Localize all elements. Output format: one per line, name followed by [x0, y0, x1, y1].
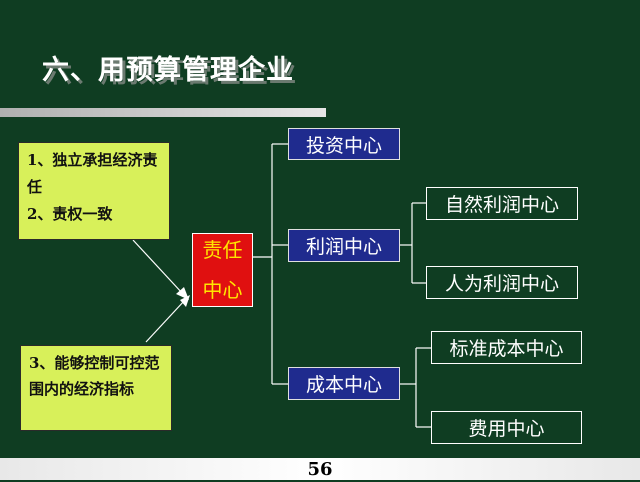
natural-profit-center-node: 自然利润中心	[426, 187, 578, 220]
title-underline-bar	[0, 108, 326, 117]
arrow-note2-to-center	[145, 299, 186, 343]
arrow-head-top	[176, 287, 189, 300]
responsibility-center-node: 责任 中心	[192, 233, 253, 307]
page-title: 六、用预算管理企业	[42, 55, 294, 86]
expense-center-node: 费用中心	[431, 411, 582, 444]
profit-center-node: 利润中心	[288, 229, 400, 262]
note-box-top: 1、独立承担经济责任 2、责权一致	[18, 142, 170, 240]
note-bottom-line1: 3、能够控制可控范围内的经济指标	[29, 354, 160, 398]
investment-center-node: 投资中心	[288, 128, 400, 160]
artificial-profit-center-node: 人为利润中心	[426, 266, 578, 299]
page-number: 56	[307, 459, 333, 480]
arrow-head-bottom	[180, 295, 190, 307]
arrow-note1-to-center	[132, 239, 184, 295]
note-top-line2: 2、责权一致	[27, 205, 113, 223]
center-label-line2: 中心	[202, 278, 243, 302]
note-box-bottom: 3、能够控制可控范围内的经济指标	[20, 345, 172, 431]
cost-center-node: 成本中心	[288, 367, 400, 400]
standard-cost-center-node: 标准成本中心	[431, 331, 582, 364]
footer-bar	[0, 458, 640, 480]
note-top-line1: 1、独立承担经济责任	[27, 151, 158, 196]
center-label-line1: 责任	[202, 238, 243, 262]
